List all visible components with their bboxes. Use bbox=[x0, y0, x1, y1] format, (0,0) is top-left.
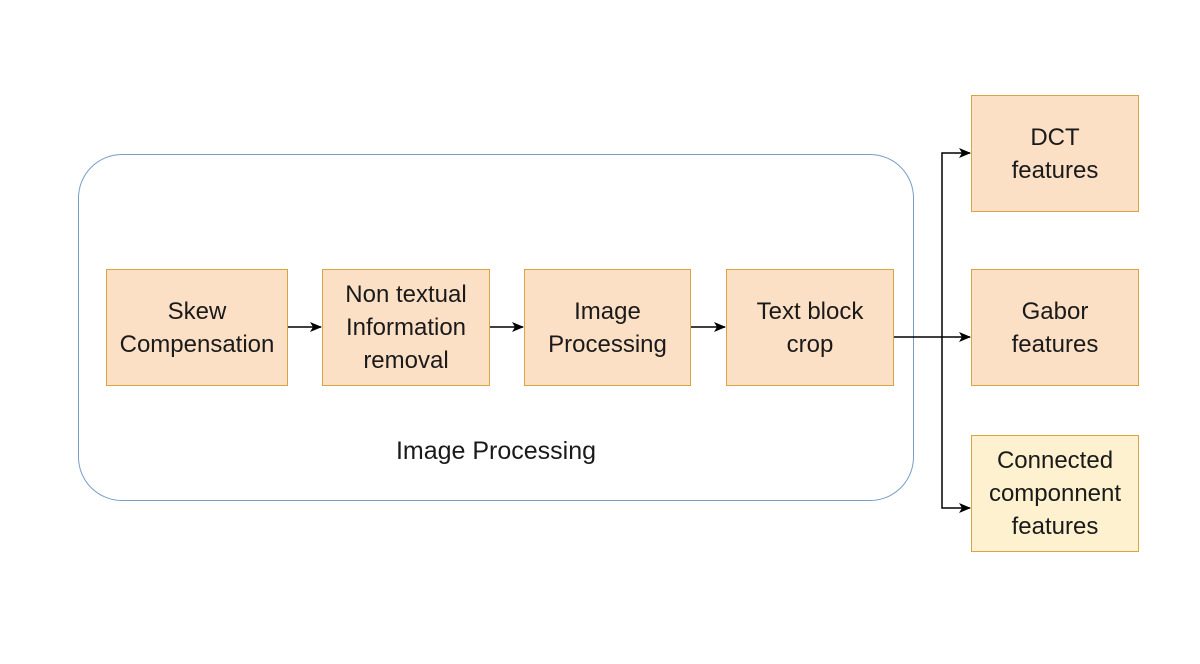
arrow-crop-to-connected bbox=[941, 337, 971, 513]
group-label: Image Processing bbox=[395, 437, 597, 465]
node-label-line: removal bbox=[363, 347, 449, 374]
dct-features-node: DCT features bbox=[971, 95, 1139, 212]
node-label-line: Connected bbox=[996, 447, 1114, 474]
gabor-features-node: Gabor features bbox=[971, 269, 1139, 386]
node-label-line: crop bbox=[786, 330, 834, 358]
node-label-line: Non textual bbox=[345, 281, 467, 308]
node-label-line: Skew bbox=[167, 297, 227, 325]
text-block-crop-node: Text block crop bbox=[726, 269, 894, 386]
skew-compensation-node: Skew Compensation bbox=[106, 269, 288, 386]
image-processing-node: Image Processing bbox=[524, 269, 691, 386]
node-label-line: Text block bbox=[756, 297, 864, 325]
non-textual-removal-node: Non textual Information removal bbox=[322, 269, 490, 386]
node-label-line: features bbox=[1011, 156, 1099, 184]
node-label-line: Information bbox=[345, 314, 467, 341]
node-label-line: Image bbox=[574, 297, 641, 325]
node-label-line: componnent bbox=[988, 480, 1122, 507]
node-label-line: features bbox=[1011, 513, 1099, 540]
arrow-crop-to-dct bbox=[941, 148, 971, 337]
node-label-line: Gabor bbox=[1021, 297, 1089, 325]
node-label-line: features bbox=[1011, 330, 1099, 358]
node-label-line: Processing bbox=[548, 330, 667, 358]
node-label-line: DCT bbox=[1030, 123, 1080, 151]
node-label-line: Compensation bbox=[119, 330, 275, 358]
connected-component-features-node: Connected componnent features bbox=[971, 435, 1139, 552]
